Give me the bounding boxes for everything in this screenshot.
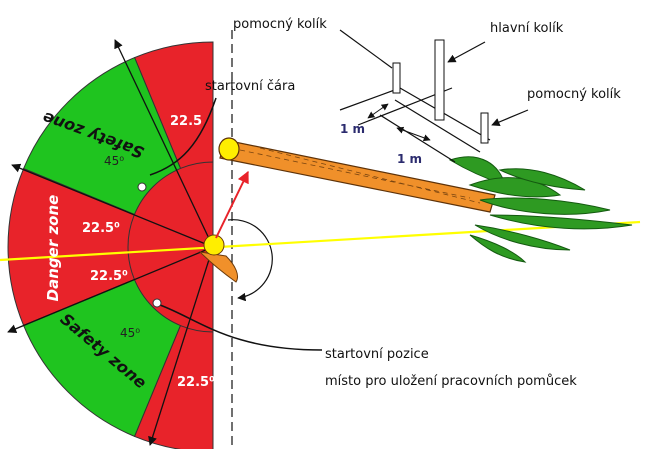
danger-sector-middle [7,167,215,327]
main-peg [434,39,445,121]
tree-stump [198,234,239,283]
main-peg-label: hlavní kolík [490,21,564,36]
aux-peg-top-label: pomocný kolík [233,17,327,32]
tool-place-label: místo pro uložení pracovních pomůcek [325,374,577,389]
danger-zone-label: Danger zone [44,195,62,302]
angle-lower-green: 45⁰ [120,326,140,340]
aux-peg-right-label: pomocný kolík [527,87,621,102]
dim-arrow-2 [396,126,431,142]
aux-peg-top-pointer [339,29,393,69]
zone-fan [7,41,215,453]
start-line-label: startovní čára [205,79,295,94]
start-line-marker [137,182,147,192]
start-line-pointer [149,97,217,176]
start-position-pointer [159,304,323,351]
aux-peg-right-pointer [491,109,529,126]
aux-peg-right [480,112,489,144]
angle-inner-lower: 22.5⁰ [90,269,128,284]
dimension-label-1: 1 m [340,122,365,136]
angle-upper-green: 45⁰ [104,154,124,168]
rotation-arc [227,219,273,302]
felling-direction-line [0,220,641,262]
aux-peg-left [392,62,401,94]
tree-crown [448,156,633,263]
inner-danger-circle [127,161,214,333]
angle-bottom-red: 22.5⁰ [177,375,215,390]
start-position-label: startovní pozice [325,347,429,362]
fallen-trunk [218,137,496,213]
radial-arrows [7,39,214,446]
angle-top-red: 22.5 [170,114,202,129]
dimension-label-2: 1 m [397,152,422,166]
angle-inner-upper: 22.5⁰ [82,221,120,236]
felling-arrow [215,170,249,239]
main-peg-pointer [447,41,486,63]
start-position-marker [152,298,162,308]
dim-arrow-1 [367,103,389,119]
